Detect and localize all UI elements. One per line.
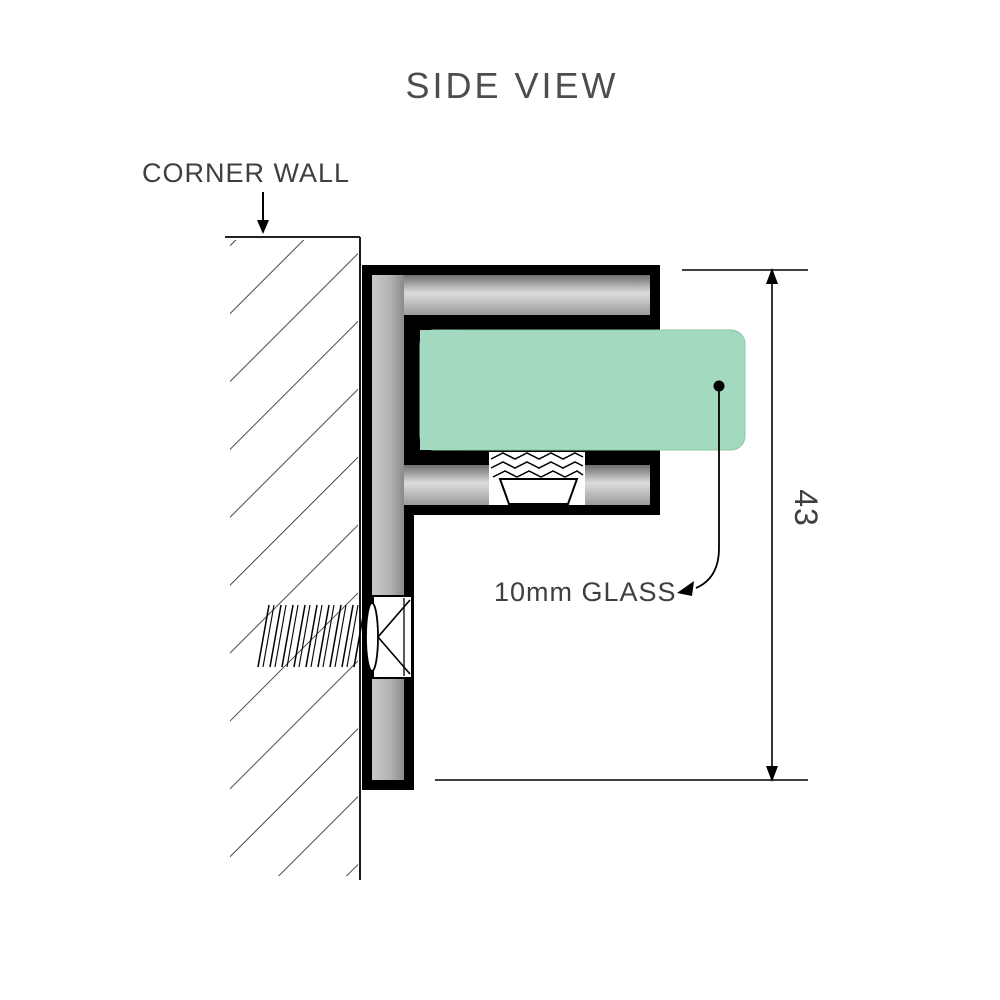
corner-wall-label: CORNER WALL xyxy=(142,158,350,188)
dim-arrow-top xyxy=(766,268,778,284)
bracket-top-arm xyxy=(372,275,650,315)
leader-arrow xyxy=(677,581,694,596)
dim-value: 43 xyxy=(788,489,824,527)
wall-hatching xyxy=(230,240,358,876)
glass-panel xyxy=(419,329,746,451)
glass-callout: 10mm GLASS xyxy=(494,380,725,607)
dim-arrow-bottom xyxy=(766,766,778,782)
bracket-spine xyxy=(372,275,404,780)
page-title: SIDE VIEW xyxy=(405,65,618,106)
glass-label: 10mm GLASS xyxy=(494,577,677,607)
wall xyxy=(225,236,361,880)
leader-dot xyxy=(713,380,725,392)
corner-wall-arrow xyxy=(257,192,269,234)
wall-screw xyxy=(257,595,413,679)
screw-shank-end xyxy=(365,602,379,672)
dimension-43: 43 xyxy=(435,268,824,782)
screw-thread xyxy=(257,604,366,668)
grub-screw xyxy=(489,452,585,505)
